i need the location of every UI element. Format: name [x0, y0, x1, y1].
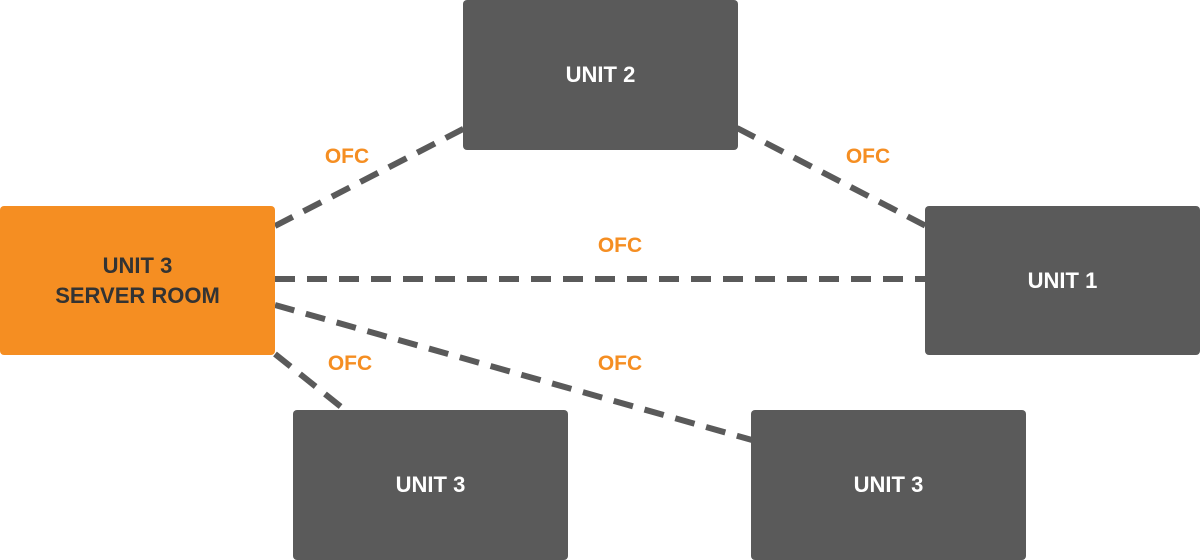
- node-label-line1: UNIT 3: [102, 252, 173, 278]
- node-label: UNIT 3: [395, 472, 466, 497]
- node-unit3-right: UNIT 3: [751, 410, 1026, 560]
- node-unit3-left: UNIT 3: [293, 410, 568, 560]
- link-label-server-room-unit1: OFC: [597, 234, 643, 257]
- node-unit2: UNIT 2: [463, 0, 738, 150]
- node-label-line2: SERVER ROOM: [55, 282, 220, 308]
- link-label-server-room-unit2: OFC: [324, 145, 370, 168]
- link-label-server-room-unit3-right: OFC: [597, 352, 643, 375]
- link-server-room-unit3-left: [273, 351, 347, 413]
- link-server-room-unit3-right: [274, 302, 753, 443]
- node-label: UNIT 3: [853, 472, 924, 497]
- node-unit1: UNIT 1: [925, 206, 1200, 355]
- link-label-server-room-unit3-left: OFC: [327, 352, 373, 375]
- node-label: UNIT 2: [565, 62, 636, 87]
- link-server-room-unit2: [273, 125, 467, 229]
- node-label: UNIT 1: [1027, 267, 1098, 293]
- link-unit2-unit1: [735, 125, 928, 229]
- node-unit3-server-room: UNIT 3 SERVER ROOM: [0, 206, 275, 355]
- link-label-unit2-unit1: OFC: [845, 145, 891, 168]
